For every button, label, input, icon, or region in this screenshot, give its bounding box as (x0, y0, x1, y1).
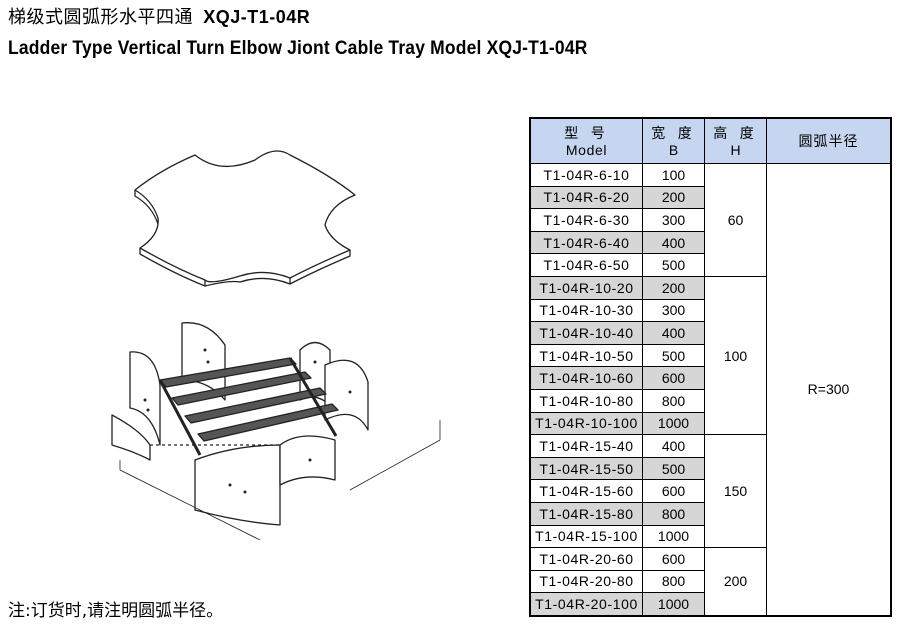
cell-width: 100 (642, 163, 705, 187)
cell-model: T1-04R-10-60 (529, 366, 643, 390)
cell-width: 1000 (642, 411, 705, 436)
cell-height-group: 200 (704, 547, 767, 617)
cell-model: T1-04R-15-40 (529, 434, 643, 458)
cell-width: 1000 (642, 592, 705, 617)
cell-model: T1-04R-10-40 (529, 321, 643, 345)
cell-width: 800 (642, 388, 705, 413)
cell-width: 500 (642, 343, 705, 368)
dimension-lines (119, 420, 441, 540)
cell-model: T1-04R-15-80 (529, 501, 643, 526)
title-english: Ladder Type Vertical Turn Elbow Jiont Ca… (8, 38, 588, 59)
cell-width: 1000 (642, 524, 705, 549)
cell-model: T1-04R-6-50 (529, 253, 643, 277)
cell-width: 500 (642, 456, 705, 481)
cell-height-group: 100 (704, 275, 767, 436)
cell-width: 300 (642, 208, 705, 232)
cell-model: T1-04R-20-80 (529, 569, 643, 594)
cell-height-group: 60 (704, 163, 767, 277)
cell-model: T1-04R-15-100 (529, 524, 643, 549)
cell-model: T1-04R-10-30 (529, 298, 643, 323)
table-row: T1-04R-6-10 100 60 R=300 (529, 162, 892, 617)
cell-model: T1-04R-20-60 (529, 547, 643, 571)
cell-model: T1-04R-6-10 (529, 163, 643, 187)
cell-width: 400 (642, 434, 705, 458)
cell-width: 500 (642, 253, 705, 277)
header-radius: 圆弧半径 (766, 117, 892, 164)
cell-width: 800 (642, 501, 705, 526)
cell-model: T1-04R-20-100 (529, 592, 643, 617)
cell-height-group: 150 (704, 434, 767, 549)
cell-radius: R=300 (766, 162, 892, 617)
cell-width: 400 (642, 230, 705, 255)
title-model-code: XQJ-T1-04R (203, 7, 311, 27)
cell-width: 200 (642, 275, 705, 300)
cell-width: 600 (642, 547, 705, 571)
cable-tray-drawing (111, 150, 441, 540)
cell-width: 400 (642, 321, 705, 345)
cell-model: T1-04R-10-100 (529, 411, 643, 436)
cell-width: 600 (642, 479, 705, 503)
cell-width: 200 (642, 185, 705, 210)
cell-model: T1-04R-6-30 (529, 208, 643, 232)
cover-plate (134, 150, 356, 287)
cell-width: 300 (642, 298, 705, 323)
order-note: 注:订货时,请注明圆弧半径。 (8, 601, 224, 621)
cell-model: T1-04R-6-20 (529, 185, 643, 210)
table-row: T1-04R-15-40 400 150 (529, 434, 891, 549)
cell-model: T1-04R-15-60 (529, 479, 643, 503)
title-chinese: 梯级式圆弧形水平四通 XQJ-T1-04R (8, 6, 310, 29)
cell-width: 800 (642, 569, 705, 594)
cell-model: T1-04R-10-50 (529, 343, 643, 368)
cell-model: T1-04R-15-50 (529, 456, 643, 481)
table-row: T1-04R-20-60 600 200 (529, 547, 891, 617)
cell-model: T1-04R-10-20 (529, 275, 643, 300)
cell-model: T1-04R-10-80 (529, 388, 643, 413)
ladder-assembly (111, 322, 369, 526)
cell-width: 600 (642, 366, 705, 390)
cell-model: T1-04R-6-40 (529, 230, 643, 255)
title-chinese-text: 梯级式圆弧形水平四通 (8, 7, 193, 28)
